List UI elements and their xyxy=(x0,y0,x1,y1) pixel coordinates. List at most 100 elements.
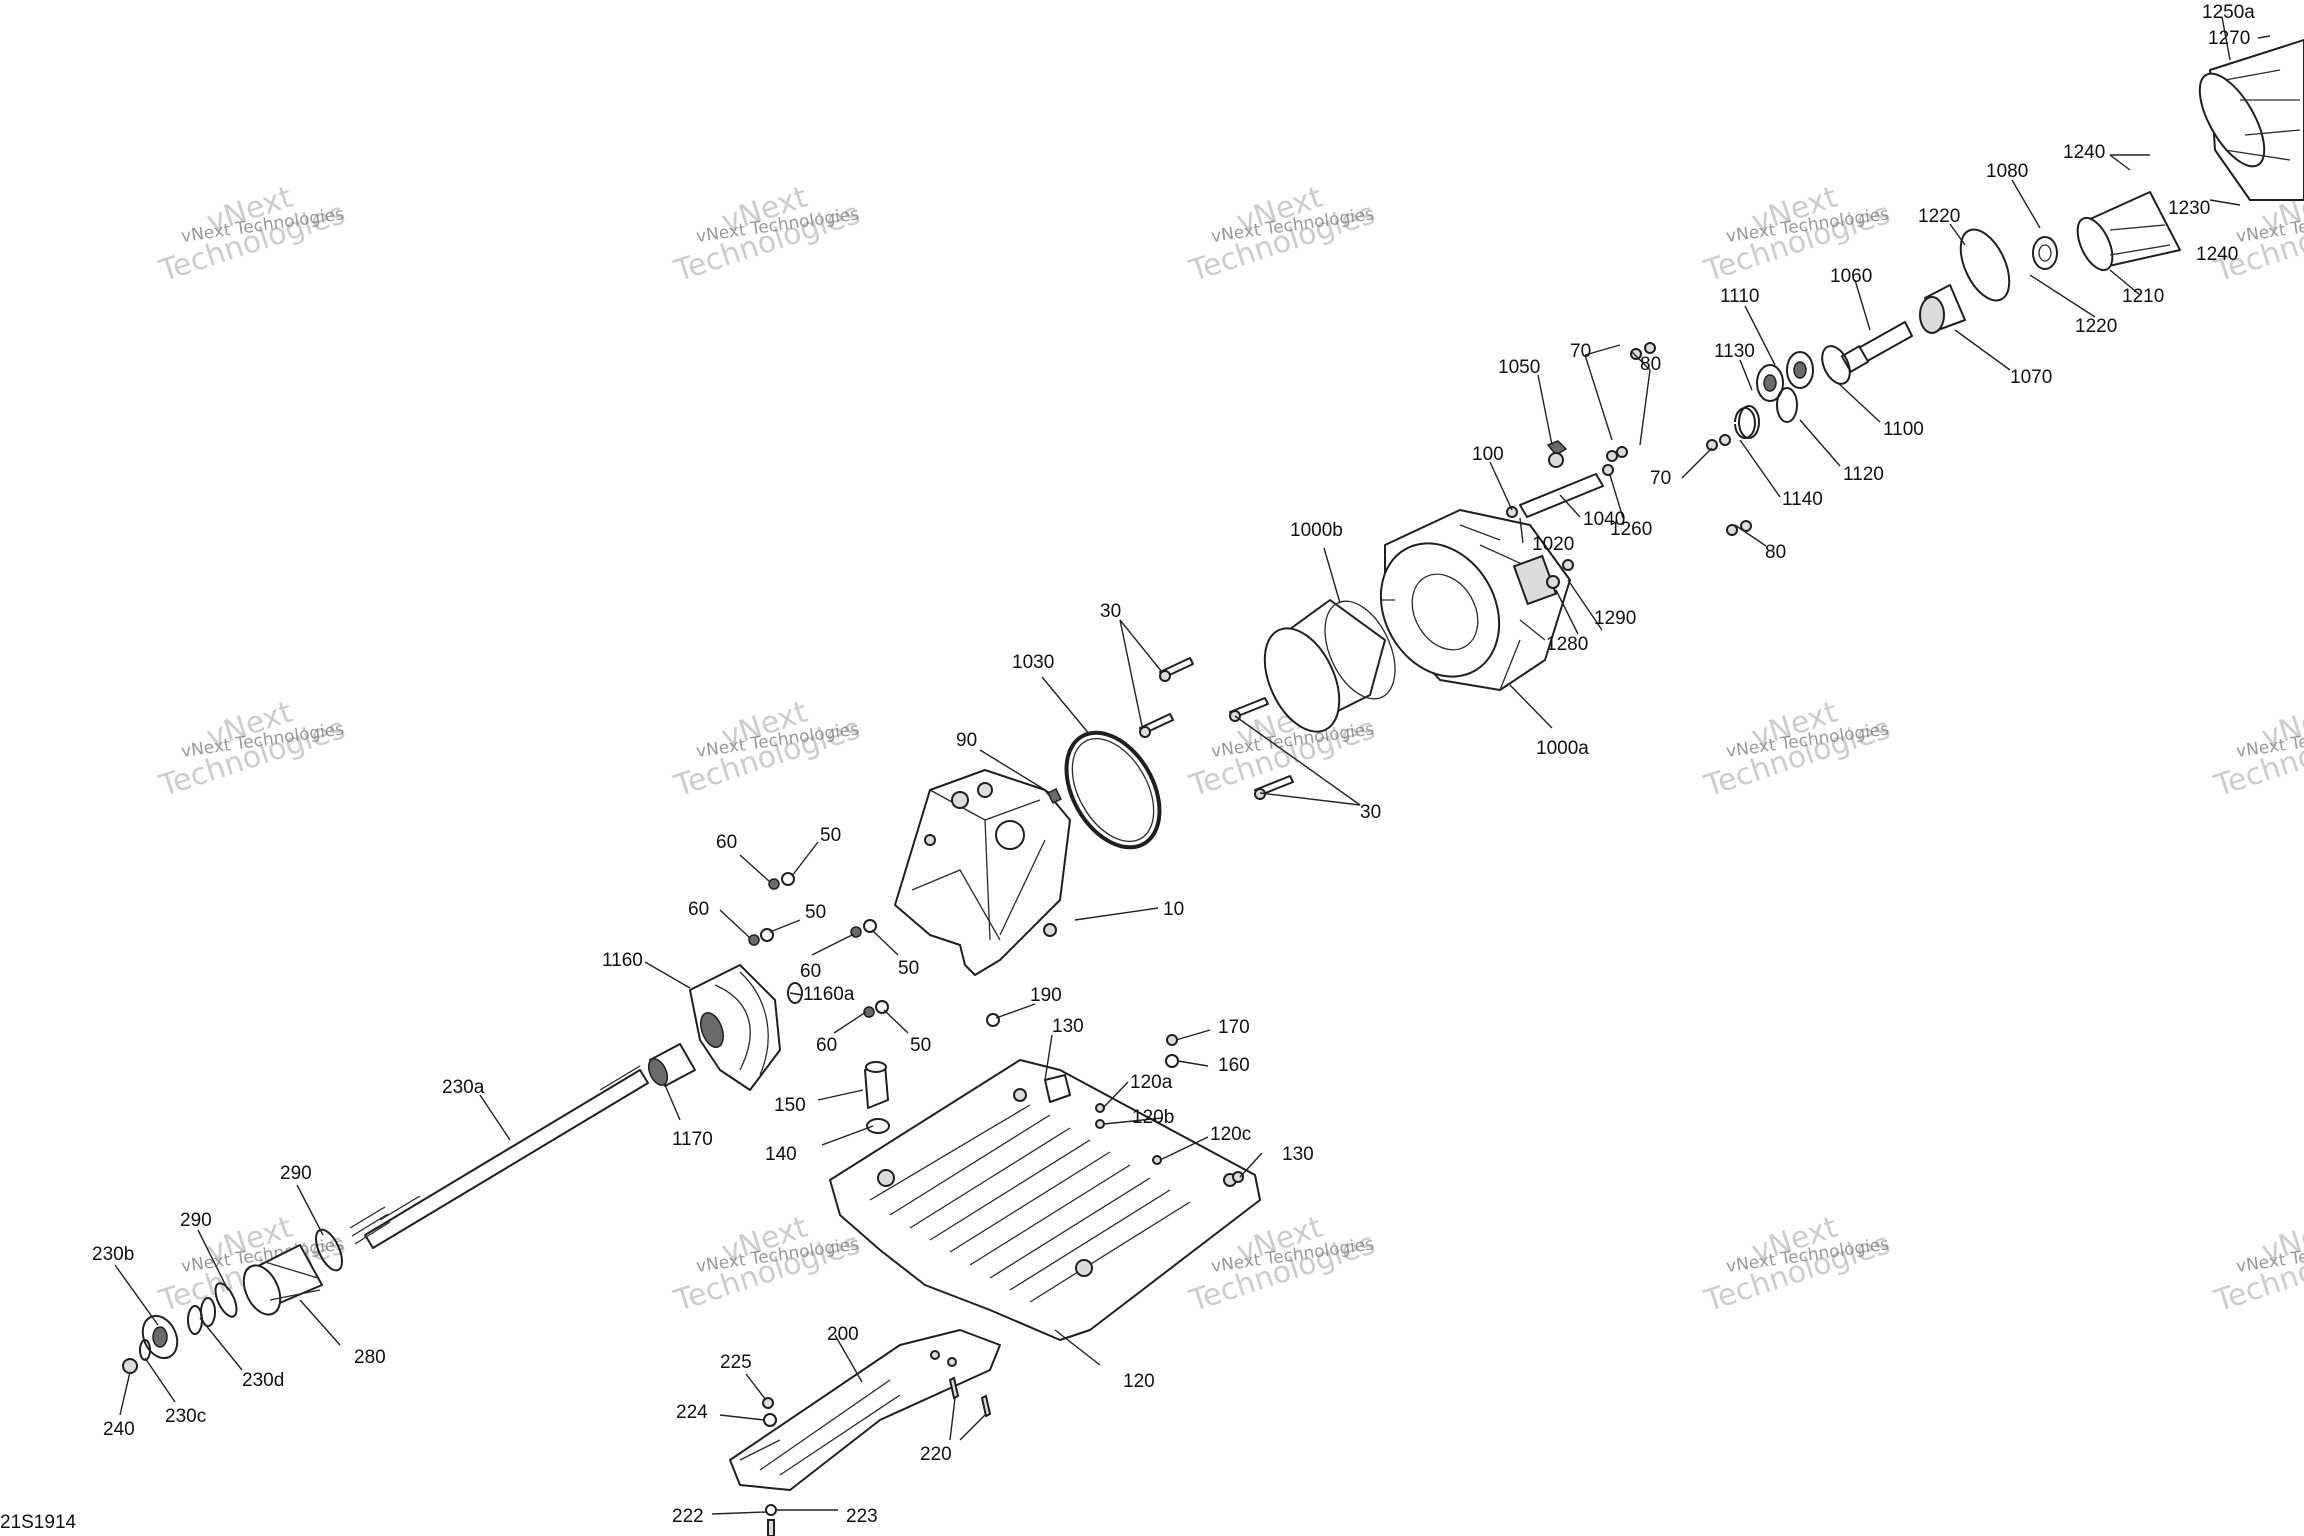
callout-label[interactable]: 1020 xyxy=(1532,534,1574,555)
ride-plate[interactable] xyxy=(829,1059,1261,1341)
callout-label[interactable]: 1000b xyxy=(1290,520,1343,541)
housing-o-ring[interactable] xyxy=(1047,716,1178,863)
plug-washer[interactable] xyxy=(1546,559,1574,589)
callout-label[interactable]: 1030 xyxy=(1012,652,1054,673)
callout-label[interactable]: 1210 xyxy=(2122,286,2164,307)
wear-ring-sleeve[interactable] xyxy=(1250,590,1409,743)
callout-label[interactable]: 230a xyxy=(442,1077,485,1098)
callout-label[interactable]: 1240 xyxy=(2196,244,2238,265)
callout-label[interactable]: 220 xyxy=(920,1444,952,1465)
callout-label[interactable]: 280 xyxy=(354,1347,386,1368)
retaining-ring[interactable] xyxy=(1817,342,1856,388)
callout-label[interactable]: 1290 xyxy=(1594,608,1636,629)
callout-label[interactable]: 223 xyxy=(846,1506,878,1527)
callout-label[interactable]: 230d xyxy=(242,1370,284,1391)
grease-fitting[interactable] xyxy=(1546,440,1568,468)
callout-label[interactable]: 50 xyxy=(820,825,841,846)
callout-label[interactable]: 150 xyxy=(774,1095,806,1116)
shaft-sleeve[interactable] xyxy=(645,1043,696,1088)
callout-label[interactable]: 1140 xyxy=(1782,489,1823,510)
circlip[interactable] xyxy=(139,1339,151,1361)
callout-label[interactable]: 60 xyxy=(688,899,709,920)
callout-label[interactable]: 100 xyxy=(1472,444,1504,465)
callout-label[interactable]: 80 xyxy=(1640,354,1661,375)
impeller-shaft[interactable] xyxy=(1840,321,1913,373)
fitting[interactable] xyxy=(864,1061,890,1134)
seal[interactable] xyxy=(1756,351,1814,402)
callout-label[interactable]: 120c xyxy=(1210,1124,1251,1145)
callout-label[interactable]: 1170 xyxy=(672,1129,713,1150)
callout-label[interactable]: 1130 xyxy=(1714,341,1755,362)
callout-label[interactable]: 290 xyxy=(280,1163,312,1184)
callout-label[interactable]: 240 xyxy=(103,1419,135,1440)
intake-housing[interactable] xyxy=(894,769,1071,976)
callout-label[interactable]: 190 xyxy=(1030,985,1062,1006)
callout-label[interactable]: 30 xyxy=(1360,802,1381,823)
callout-label[interactable]: 1100 xyxy=(1883,419,1924,440)
stud[interactable] xyxy=(1046,787,1063,805)
callout-label[interactable]: 120a xyxy=(1130,1072,1173,1093)
impeller[interactable] xyxy=(689,964,803,1091)
callout-label[interactable]: 1050 xyxy=(1498,357,1540,378)
callout-label[interactable]: 1160 xyxy=(602,950,643,971)
callout-label[interactable]: 1080 xyxy=(1986,161,2028,182)
flange[interactable] xyxy=(136,1310,184,1363)
callout-label[interactable]: 80 xyxy=(1765,542,1786,563)
nozzle-assembly[interactable] xyxy=(2187,39,2304,201)
callout-label[interactable]: 1000a xyxy=(1536,738,1589,759)
callout-label[interactable]: 70 xyxy=(1570,341,1591,362)
callout-label[interactable]: 225 xyxy=(720,1352,752,1373)
callout-label[interactable]: 170 xyxy=(1218,1017,1250,1038)
callout-label[interactable]: 130 xyxy=(1282,1144,1314,1165)
callout-label[interactable]: 222 xyxy=(672,1506,704,1527)
drive-shaft[interactable] xyxy=(349,1065,649,1249)
callout-label[interactable]: 60 xyxy=(800,961,821,982)
callout-label[interactable]: 230b xyxy=(92,1244,134,1265)
wear-ring[interactable] xyxy=(2032,236,2058,270)
callout-label[interactable]: 10 xyxy=(1163,899,1184,920)
bottom-screw[interactable] xyxy=(765,1504,777,1536)
callout-label[interactable]: 60 xyxy=(816,1035,837,1056)
callout-label[interactable]: 50 xyxy=(898,958,919,979)
cone[interactable] xyxy=(2070,191,2181,275)
callout-label[interactable]: 60 xyxy=(716,832,737,853)
callout-label[interactable]: 230c xyxy=(165,1406,206,1427)
bearing[interactable] xyxy=(1919,284,1966,334)
callout-label[interactable]: 160 xyxy=(1218,1055,1250,1076)
callout-label[interactable]: 1120 xyxy=(1843,464,1884,485)
callout-label[interactable]: 1280 xyxy=(1546,634,1588,655)
callout-label[interactable]: 70 xyxy=(1650,468,1671,489)
callout-label[interactable]: 224 xyxy=(676,1402,708,1423)
callout-label[interactable]: 120b xyxy=(1132,1107,1174,1128)
callout-label[interactable]: 1260 xyxy=(1610,519,1652,540)
coupler[interactable] xyxy=(237,1244,323,1320)
callout-label[interactable]: 290 xyxy=(180,1210,212,1231)
callout-label[interactable]: 140 xyxy=(765,1144,797,1165)
callout-label[interactable]: 90 xyxy=(956,730,977,751)
cooling-tube[interactable] xyxy=(1506,464,1614,518)
screw-washer[interactable] xyxy=(762,1397,777,1427)
callout-label[interactable]: 30 xyxy=(1100,601,1121,622)
callout-label[interactable]: 1250a xyxy=(2202,2,2255,23)
nut[interactable] xyxy=(122,1358,138,1374)
callout-label[interactable]: 1110 xyxy=(1720,286,1759,307)
callout-label[interactable]: 1220 xyxy=(2075,316,2117,337)
callout-label[interactable]: 1230 xyxy=(2168,198,2210,219)
callout-label[interactable]: 1060 xyxy=(1830,266,1872,287)
fastener-set[interactable] xyxy=(1606,342,1752,536)
callout-label[interactable]: 1160a xyxy=(803,984,855,1005)
callout-label[interactable]: 50 xyxy=(910,1035,931,1056)
callout-label[interactable]: 1070 xyxy=(2010,367,2052,388)
callout-label[interactable]: 1040 xyxy=(1583,509,1625,530)
callout-label[interactable]: 200 xyxy=(827,1324,859,1345)
o-ring[interactable] xyxy=(1951,222,2019,308)
spacer-ring[interactable] xyxy=(1734,387,1798,439)
support-bracket[interactable] xyxy=(729,1329,1001,1491)
callout-label[interactable]: 130 xyxy=(1052,1016,1084,1037)
bolt-set[interactable] xyxy=(948,1376,992,1418)
callout-label[interactable]: 120 xyxy=(1123,1371,1155,1392)
callout-label[interactable]: 1220 xyxy=(1918,206,1960,227)
pump-housing[interactable] xyxy=(1357,509,1571,698)
callout-label[interactable]: 1270 xyxy=(2208,28,2250,49)
callout-label[interactable]: 50 xyxy=(805,902,826,923)
